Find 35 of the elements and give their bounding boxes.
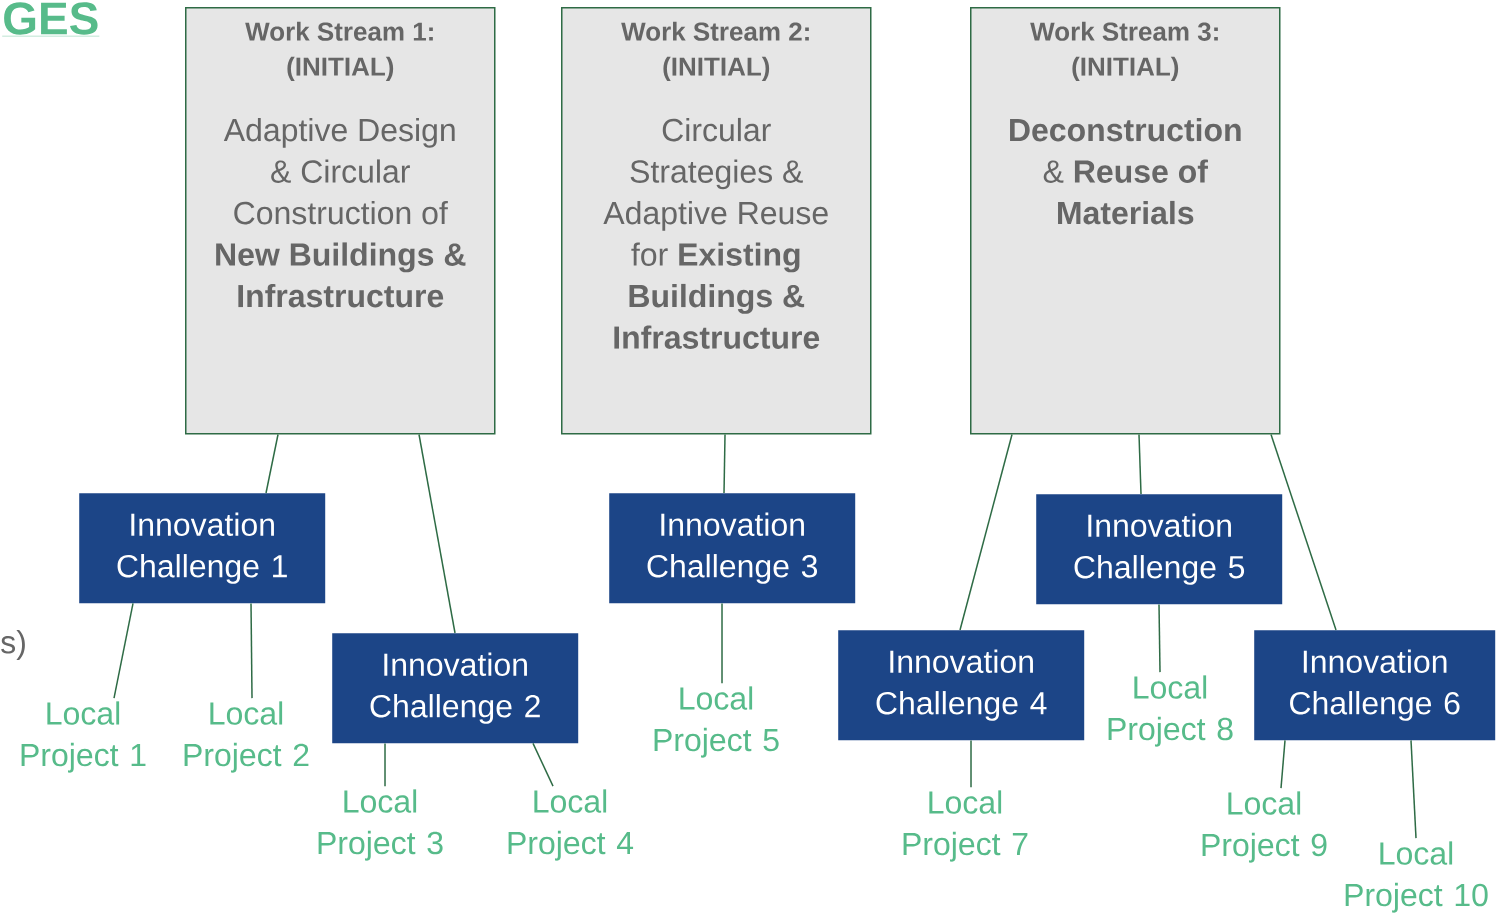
connector-line — [959, 433, 1013, 631]
connector-line — [1410, 739, 1417, 839]
challenge-box: Innovation Challenge 5 — [1036, 494, 1283, 605]
project-label: Local Project 1 — [21, 701, 146, 773]
connector-line — [1280, 739, 1286, 789]
challenge-box: Innovation Challenge 6 — [1254, 630, 1496, 741]
connector-line — [532, 742, 554, 787]
project-label: Local Project 9 — [1202, 791, 1327, 863]
project-label: Local Project 3 — [318, 789, 443, 861]
connector-line — [1138, 433, 1142, 495]
project-label: Local Project 4 — [508, 789, 634, 861]
work-stream-box: Work Stream 3: (INITIAL) Deconstruction & Reuse of Materials — [970, 7, 1281, 435]
connector-line — [384, 742, 386, 787]
connector-line — [970, 739, 972, 788]
project-label: Local Project 8 — [1108, 675, 1233, 747]
project-label: Local Project 7 — [903, 790, 1028, 862]
connector-line — [721, 602, 723, 684]
connector-line — [265, 433, 279, 494]
connector-line — [113, 602, 134, 699]
project-label: Local Project 10 — [1345, 841, 1488, 913]
challenge-box: Innovation Challenge 4 — [838, 630, 1085, 741]
connector-line — [1158, 603, 1161, 673]
note-text: s) — [1, 630, 25, 660]
connector-line — [250, 602, 253, 699]
challenge-box: Innovation Challenge 2 — [332, 633, 579, 744]
connector-line — [418, 433, 456, 634]
project-label: Local Project 5 — [654, 686, 779, 758]
connector-line — [1270, 433, 1337, 631]
challenge-box: Innovation Challenge 1 — [79, 493, 326, 604]
connector-line — [723, 433, 726, 494]
work-stream-box: Work Stream 2: (INITIAL) Circular Strategies & Adaptive Reuse for Existing Buildings & Infrastructure — [561, 7, 872, 435]
work-stream-box: Work Stream 1: (INITIAL) Adaptive Design & Circular Construction of New Buildings & Infrastructure — [185, 7, 496, 435]
project-label: Local Project 2 — [184, 701, 309, 773]
heading-text: GES — [2, 2, 100, 37]
challenge-box: Innovation Challenge 3 — [609, 493, 856, 604]
